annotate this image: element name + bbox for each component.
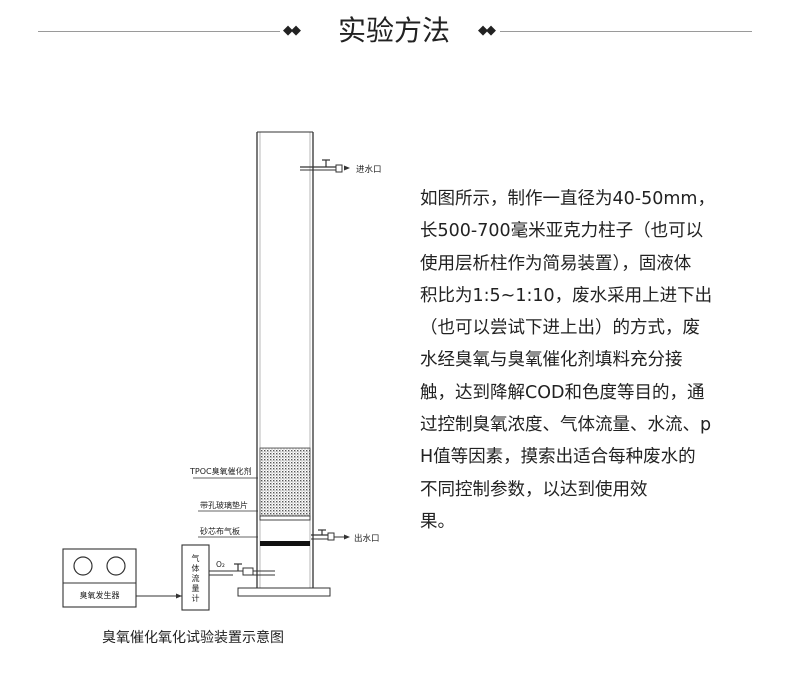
description-line: 触，达到降解COD和色度等目的，通: [420, 382, 705, 403]
ozone-generator: [62, 548, 137, 608]
diamond-ornament-left-icon: ◆◆: [283, 23, 301, 38]
inlet-label: 进水口: [356, 164, 382, 175]
inlet-valve: [300, 159, 350, 173]
description-line: 过控制臭氧浓度、气体流量、水流、p: [420, 415, 712, 436]
outlet-valve: [311, 529, 350, 541]
ozone-flow-arrow-icon: [176, 593, 182, 599]
description-line: 如图所示，制作一直径为40-50mm，: [420, 189, 715, 209]
gas-flowmeter: [181, 544, 210, 611]
catalyst-packing: [259, 447, 311, 517]
diagram-caption: 臭氧催化氧化试验装置示意图: [102, 629, 284, 646]
header-divider-left: [38, 31, 280, 32]
description-line: 积比为1:5~1:10，废水采用上进下出: [420, 285, 713, 306]
method-description: 如图所示，制作一直径为40-50mm， 长500-700毫米亚克力柱子（也可以 …: [420, 183, 762, 538]
description-line: 使用层析柱作为简易装置），固液体: [420, 253, 692, 274]
description-line: （也可以尝试下进上出）的方式，废: [420, 318, 700, 339]
perforated-glass-plate: [259, 515, 311, 521]
sand-core-gas-plate: [260, 541, 310, 546]
description-line: H值等因素，摸索出适合每种废水的: [420, 447, 696, 468]
header-divider-right: [500, 31, 752, 32]
ozone-generator-label: 臭氧发生器: [80, 590, 120, 600]
flowmeter-label-char-1: 气: [192, 553, 200, 563]
section-title: 实验方法: [337, 14, 450, 47]
flowmeter-label-char-4: 量: [192, 584, 200, 593]
diamond-ornament-right-icon: ◆◆: [478, 23, 496, 38]
catalyst-label: TPOC臭氧催化剂: [189, 466, 252, 476]
glass-plate-label: 带孔玻璃垫片: [200, 500, 248, 510]
description-line: 长500-700毫米亚克力柱子（也可以: [420, 221, 704, 242]
section-header: ◆◆ 实验方法 ◆◆: [0, 0, 790, 64]
description-line: 水经臭氧与臭氧催化剂填料充分接: [420, 350, 683, 371]
column-base-plate: [237, 587, 331, 597]
flowmeter-label-char-5: 计: [192, 593, 200, 603]
sand-plate-label: 砂芯布气板: [200, 526, 240, 536]
description-line: 不同控制参数，以达到使用效: [420, 479, 648, 500]
flowmeter-label-char-3: 流: [192, 573, 200, 583]
description-line: 果。: [420, 511, 455, 532]
o2-label: O₂: [216, 560, 225, 569]
outlet-label: 出水口: [354, 533, 380, 544]
gas-inlet-valve: [209, 563, 275, 576]
flowmeter-label-char-2: 体: [192, 563, 200, 573]
